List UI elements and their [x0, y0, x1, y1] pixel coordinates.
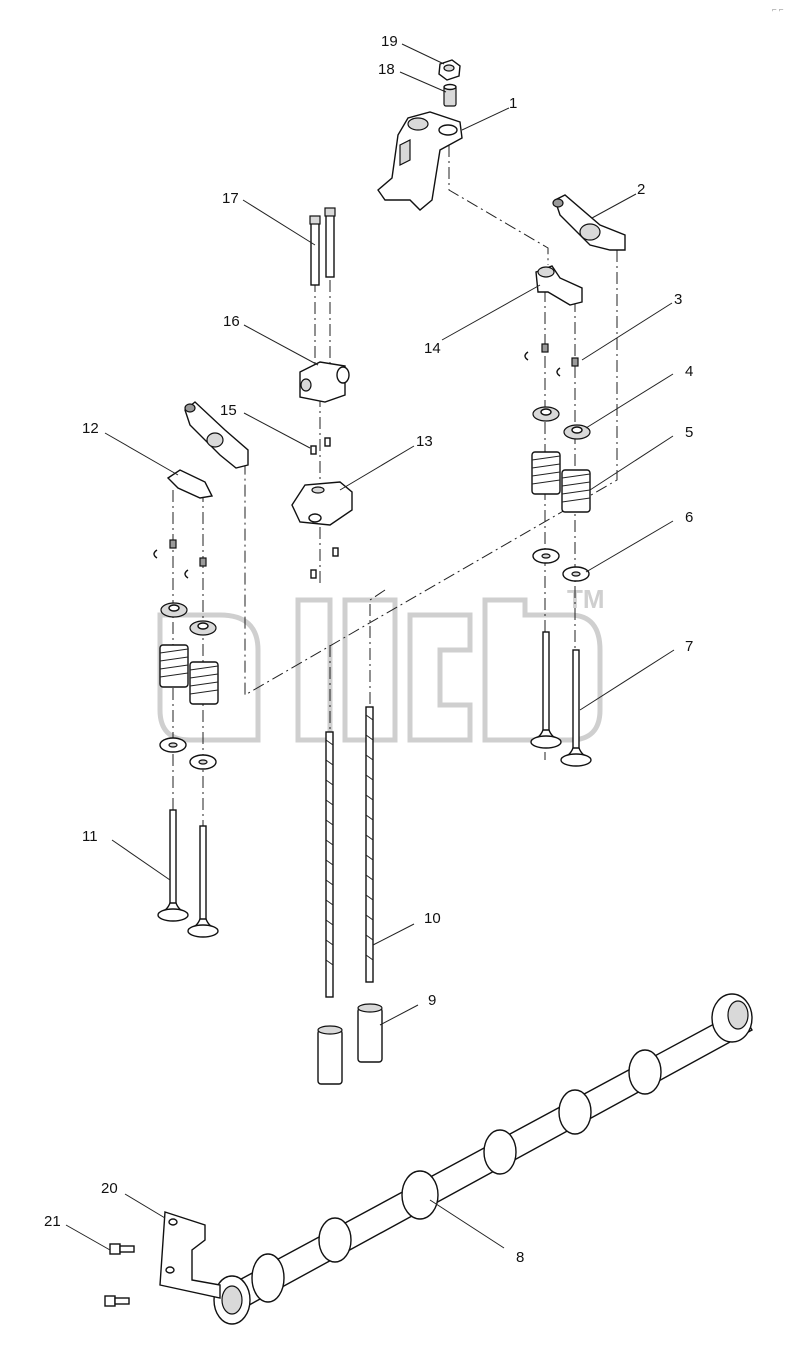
callout-2: 2 [637, 181, 645, 198]
watermark-tm: TM [567, 584, 605, 614]
callout-14: 14 [424, 340, 441, 357]
callout-17: 17 [222, 190, 239, 207]
callout-6: 6 [685, 509, 693, 526]
callout-7: 7 [685, 638, 693, 655]
watermark: TM [157, 584, 605, 743]
callout-19: 19 [381, 33, 398, 50]
rocker-arm-right [552, 194, 626, 251]
spring-washers-right [532, 548, 590, 582]
push-rods [325, 706, 374, 998]
rocker-arm-left [166, 401, 249, 499]
callout-12: 12 [82, 420, 99, 437]
valve-springs-right [531, 451, 591, 513]
sleeve [443, 83, 457, 107]
callout-11: 11 [82, 828, 98, 845]
valve-keepers-left [153, 539, 207, 579]
callout-4: 4 [685, 363, 693, 380]
callout-1: 1 [509, 95, 517, 112]
callout-20: 20 [101, 1180, 118, 1197]
callout-18: 18 [378, 61, 395, 78]
corner-mark: ⌐ ⌐ [772, 5, 784, 14]
bolts [309, 207, 336, 286]
rocker-shaft-bracket [377, 111, 463, 211]
nut [438, 59, 461, 81]
callout-21: 21 [44, 1213, 61, 1230]
valves-right [530, 631, 592, 767]
callout-labels: 19 18 1 2 17 3 16 14 4 15 12 5 13 6 7 11… [44, 33, 693, 1266]
thrust-plate [159, 1211, 221, 1299]
callout-3: 3 [674, 291, 682, 308]
tappets [317, 1003, 383, 1085]
spring-retainers-right [532, 406, 591, 440]
callout-15: 15 [220, 402, 237, 419]
callout-9: 9 [428, 992, 436, 1009]
valves-left [157, 809, 219, 938]
dowel-pins [310, 437, 339, 579]
spring-washers-left [159, 737, 217, 770]
callout-13: 13 [416, 433, 433, 450]
callout-5: 5 [685, 424, 693, 441]
screws [104, 1243, 135, 1307]
callout-16: 16 [223, 313, 240, 330]
leader-lines [65, 43, 675, 1251]
camshaft [213, 993, 753, 1325]
spring-retainers-left [160, 602, 217, 636]
callout-8: 8 [516, 1249, 524, 1266]
valve-keepers-right [524, 343, 579, 377]
valve-springs-left [159, 644, 219, 705]
callout-10: 10 [424, 910, 441, 927]
rocker-support [535, 265, 583, 306]
rocker-shaft-block [299, 361, 350, 403]
rocker-support-bracket [291, 481, 353, 526]
